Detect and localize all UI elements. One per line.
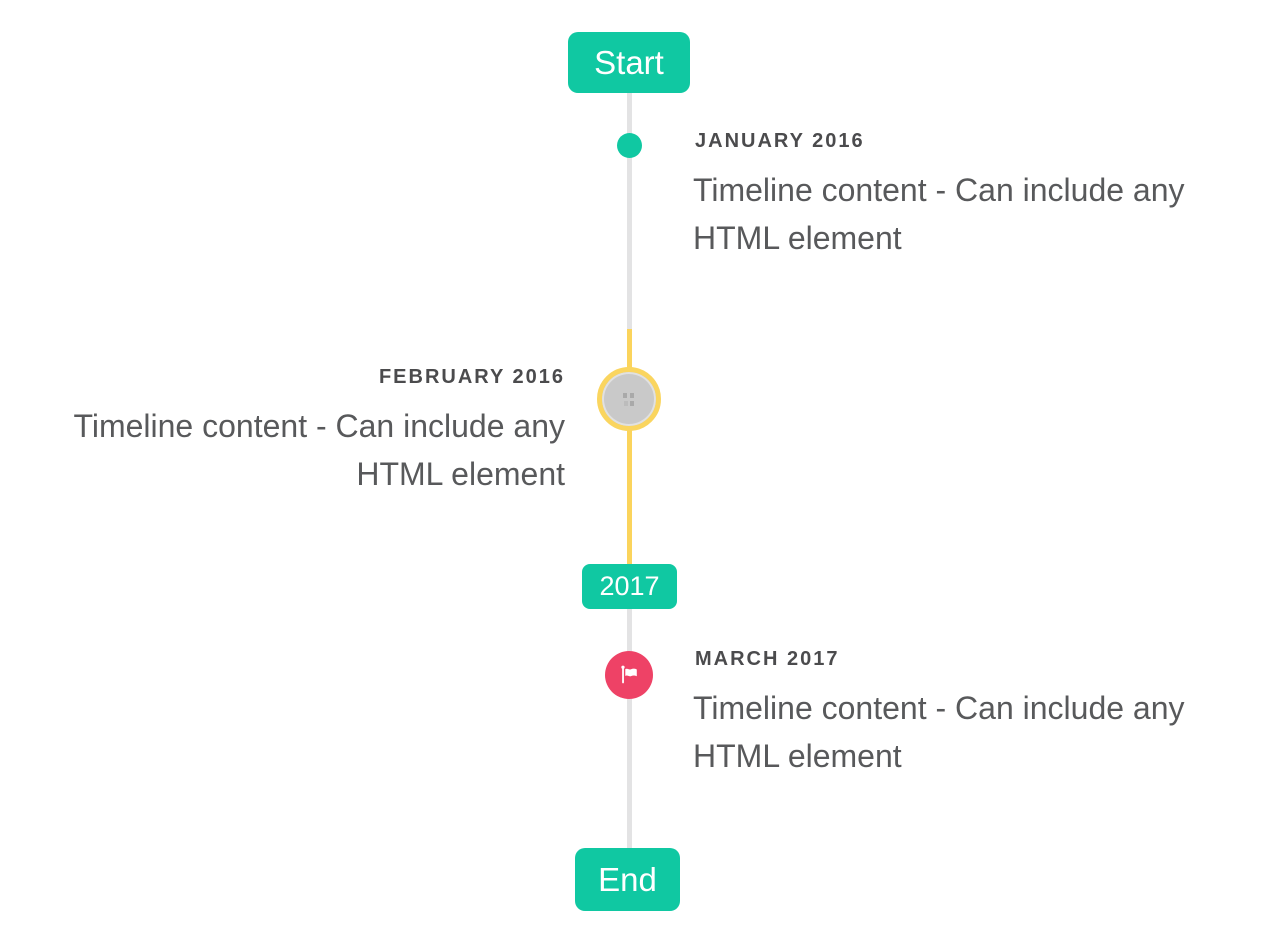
entry-title: MARCH 2017	[695, 648, 840, 670]
timeline-marker-flag[interactable]	[605, 651, 653, 699]
entry-title: FEBRUARY 2016	[378, 366, 565, 388]
entry-content: Timeline content - Can include any HTML …	[693, 690, 1185, 774]
timeline-line-highlight-segment	[627, 329, 632, 566]
timeline-end-badge: End	[575, 848, 680, 911]
timeline-year-badge: 2017	[582, 564, 677, 609]
flag-icon	[618, 664, 641, 687]
timeline-marker-dot[interactable]	[617, 133, 642, 158]
entry-content: Timeline content - Can include any HTML …	[693, 172, 1185, 256]
timeline-start-badge: Start	[568, 32, 690, 93]
broken-image-icon	[623, 392, 627, 398]
timeline-marker-image-selected[interactable]	[597, 367, 661, 431]
entry-content: Timeline content - Can include any HTML …	[73, 408, 565, 492]
entry-title: JANUARY 2016	[695, 130, 865, 152]
